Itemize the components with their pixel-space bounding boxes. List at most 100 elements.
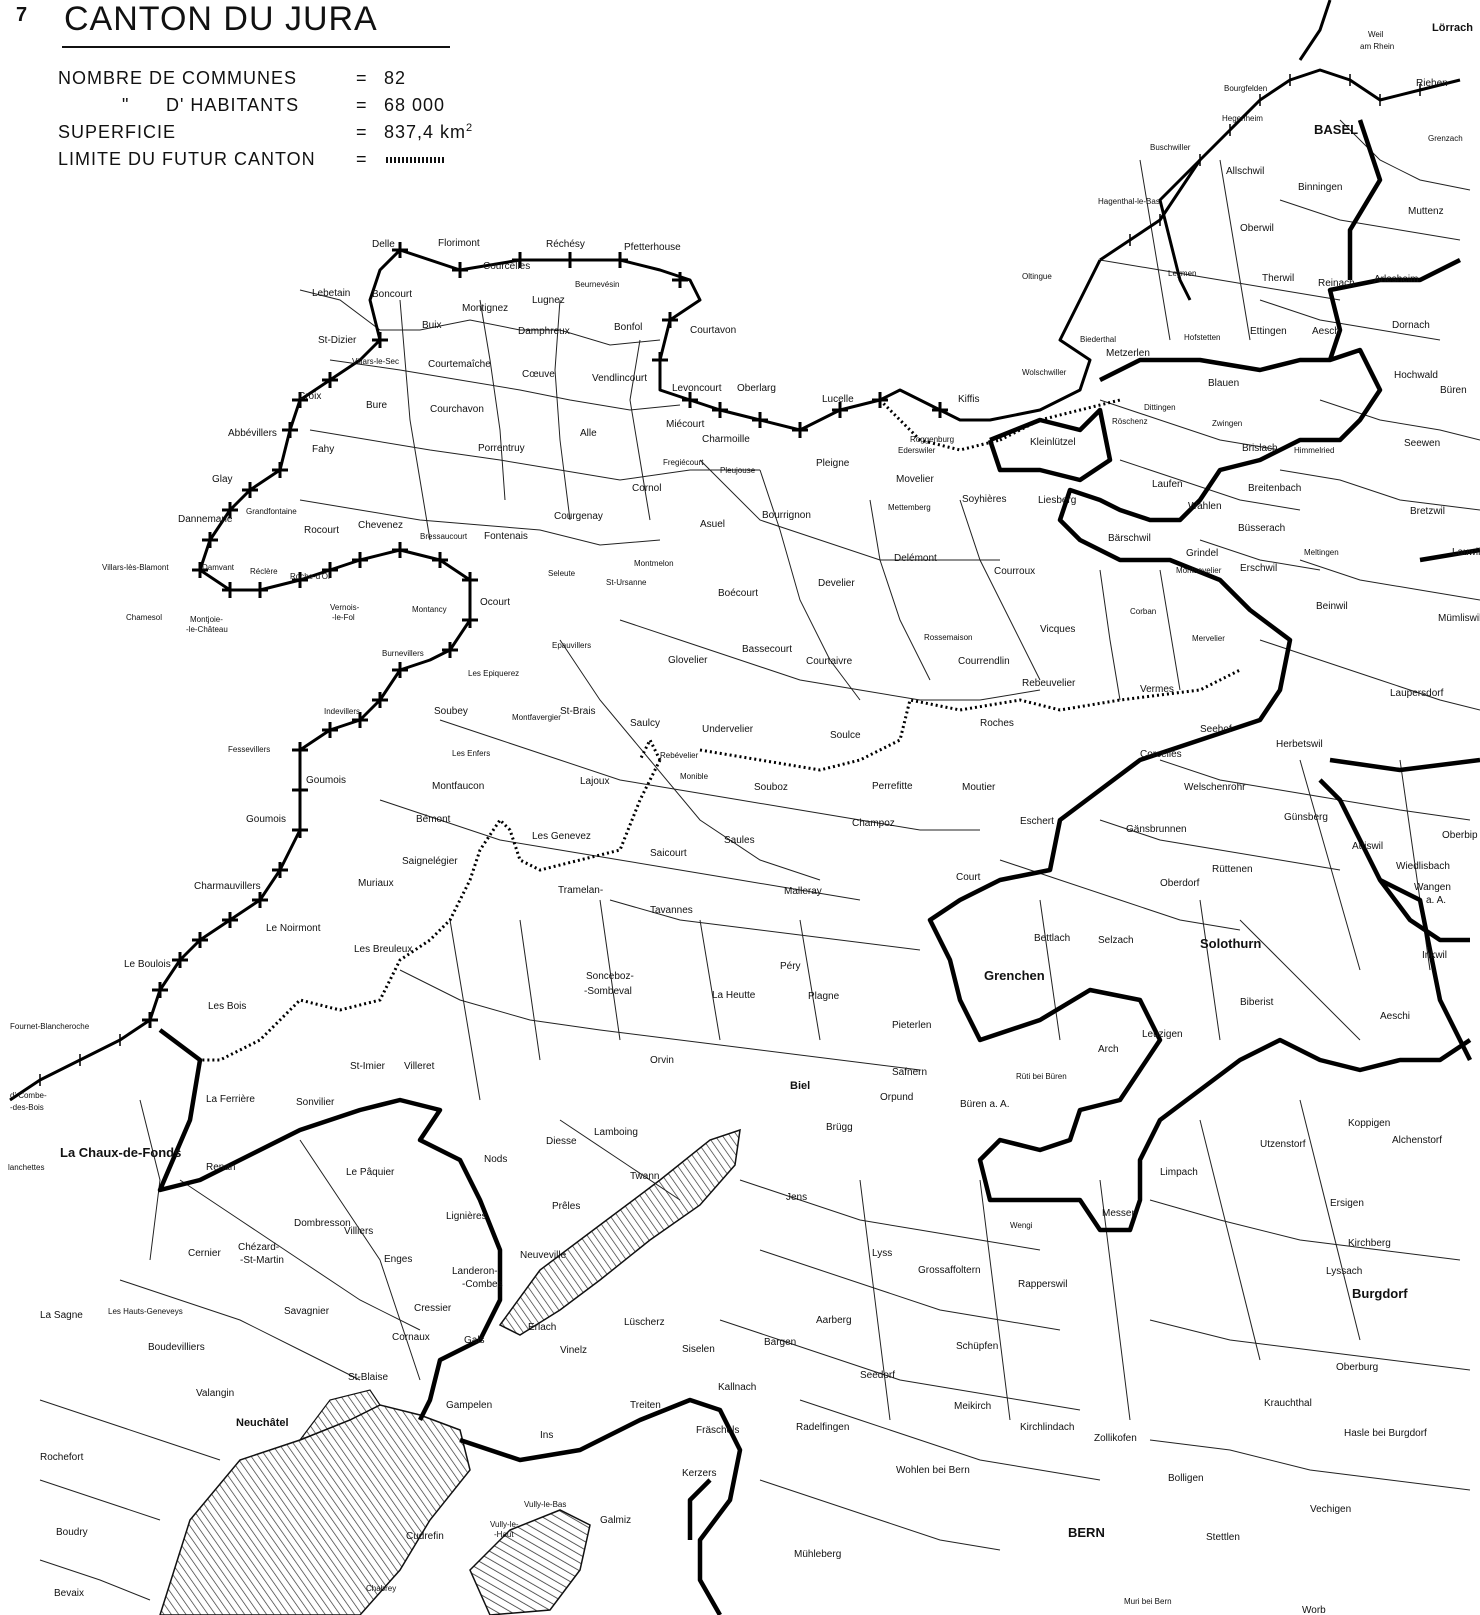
place-label: Galmiz — [600, 1515, 631, 1526]
place-label: Orpund — [880, 1092, 913, 1103]
lake-neuchatel-tip — [298, 1389, 381, 1442]
place-label: Biederthal — [1080, 335, 1116, 344]
place-label: Meikirch — [954, 1401, 991, 1412]
place-label: Allschwil — [1226, 166, 1264, 177]
place-label: Fregiécourt — [663, 458, 704, 467]
place-label: Pieterlen — [892, 1020, 931, 1031]
place-label: Savagnier — [284, 1306, 330, 1317]
place-label: Kirchlindach — [1020, 1422, 1074, 1433]
place-label: Corcelles — [1140, 749, 1182, 760]
place-label: Messen — [1102, 1208, 1137, 1219]
place-label: -Combes — [462, 1279, 503, 1290]
place-label: La Ferrière — [206, 1094, 255, 1105]
place-label: Gampelen — [446, 1400, 492, 1411]
place-label: -Haut — [494, 1530, 514, 1539]
place-label: Boudevilliers — [148, 1342, 205, 1353]
place-label: Vendlincourt — [592, 373, 647, 384]
place-label: Hasle bei Burgdorf — [1344, 1428, 1427, 1439]
place-label: Rüttenen — [1212, 864, 1253, 875]
place-label: Le Pâquier — [346, 1167, 395, 1178]
place-label: Soyhières — [962, 494, 1006, 505]
place-label: Pleujouse — [720, 466, 756, 475]
place-label: Réclère — [250, 567, 278, 576]
place-label: Jens — [786, 1192, 807, 1203]
place-label: Perrefitte — [872, 781, 913, 792]
place-label: Grenchen — [984, 968, 1045, 983]
lake-murten — [469, 1509, 591, 1615]
place-label: Kallnach — [718, 1382, 756, 1393]
place-label: Plagne — [808, 991, 840, 1002]
place-label: Sonvilier — [296, 1097, 335, 1108]
place-label: Abbévillers — [228, 428, 277, 439]
place-label: Malleray — [784, 886, 822, 897]
place-label: Rocourt — [304, 525, 339, 536]
place-label: Bärschwil — [1108, 533, 1151, 544]
place-label: Damvant — [202, 563, 235, 572]
place-label: Les Epiquerez — [468, 669, 519, 678]
place-label: Movelier — [896, 474, 934, 485]
place-label: Alle — [580, 428, 597, 439]
place-label: Wiedlisbach — [1396, 861, 1450, 872]
place-label: Aeschi — [1380, 1011, 1410, 1022]
place-label: Chabrey — [366, 1584, 396, 1593]
place-label: a. A. — [1426, 895, 1446, 906]
place-label: Kiffis — [958, 394, 980, 405]
place-label: Miécourt — [666, 419, 705, 430]
place-label: Cœuve — [522, 369, 555, 380]
place-label: Rochefort — [40, 1452, 84, 1463]
stat-equals: = — [356, 95, 368, 115]
place-label: Blauen — [1208, 378, 1239, 389]
place-label: Oberdorf — [1160, 878, 1200, 889]
lake-biel — [498, 1128, 741, 1336]
frontier-crosses — [142, 242, 948, 1028]
place-label: Vully-le- — [490, 1520, 519, 1529]
place-label: Courtemaîche — [428, 359, 491, 370]
ditto-mark: " — [122, 95, 130, 115]
place-label: Chevenez — [358, 520, 403, 531]
place-label: Réchésy — [546, 239, 585, 250]
place-label: Himmelried — [1294, 446, 1334, 455]
place-label: Porrentruy — [478, 443, 525, 454]
place-label: BERN — [1068, 1525, 1105, 1540]
place-label: Limpach — [1160, 1167, 1198, 1178]
place-label: St-Blaise — [348, 1372, 388, 1383]
place-label: Develier — [818, 578, 855, 589]
place-label: St-Brais — [560, 706, 596, 717]
place-label: Soulce — [830, 730, 861, 741]
place-label: Seewen — [1404, 438, 1440, 449]
place-label: Villiers — [344, 1226, 373, 1237]
stat-equals: = — [356, 68, 368, 88]
stat-value-unit-exponent: 2 — [466, 122, 474, 134]
place-label: Büsserach — [1238, 523, 1285, 534]
place-label: Biel — [790, 1080, 810, 1092]
place-label: La Chaux-de-Fonds — [60, 1145, 181, 1160]
place-label: Fournet-Blancheroche — [10, 1022, 90, 1031]
place-label: Wangen — [1414, 882, 1451, 893]
place-label: Attiswil — [1352, 841, 1383, 852]
place-label: Fahy — [312, 444, 334, 455]
place-label: Gals — [464, 1335, 485, 1346]
place-label: Solothurn — [1200, 936, 1261, 951]
place-label: La Sagne — [40, 1310, 83, 1321]
place-label: Florimont — [438, 238, 480, 249]
place-label: Therwil — [1262, 273, 1294, 284]
place-label: Oberwil — [1240, 223, 1274, 234]
place-label: Seehof — [1200, 724, 1232, 735]
place-label: Schüpfen — [956, 1341, 998, 1352]
place-label: Cornaux — [392, 1332, 430, 1343]
stat-label: SUPERFICIE — [58, 122, 177, 142]
place-label: Cernier — [188, 1248, 221, 1259]
place-label: Lörrach — [1432, 22, 1473, 34]
place-label: Montsevelier — [1176, 566, 1222, 575]
place-label: Prêles — [552, 1201, 580, 1212]
place-label: Epauvillers — [552, 641, 591, 650]
place-label: Glay — [212, 474, 233, 485]
place-label: Fessevillers — [228, 745, 270, 754]
place-label: Laufen — [1152, 479, 1183, 490]
place-label: Weil — [1368, 30, 1384, 39]
place-label: Laupersdorf — [1390, 688, 1444, 699]
place-label: Pfetterhouse — [624, 242, 681, 253]
place-label: Grandfontaine — [246, 507, 297, 516]
place-label: Cornol — [632, 483, 661, 494]
place-label: Zwingen — [1212, 419, 1242, 428]
